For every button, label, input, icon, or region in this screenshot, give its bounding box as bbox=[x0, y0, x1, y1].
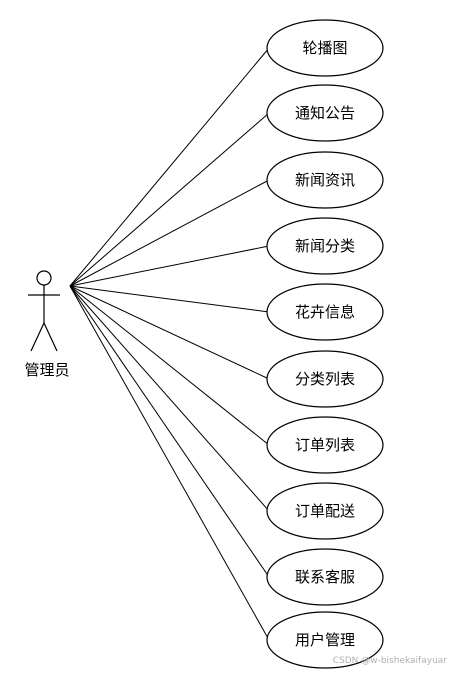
use-case-label: 轮播图 bbox=[302, 39, 347, 57]
actor-admin: 管理员 bbox=[24, 270, 70, 379]
association-line bbox=[69, 285, 270, 313]
use-case-label: 订单配送 bbox=[295, 502, 355, 520]
use-case-ellipse bbox=[266, 350, 384, 408]
use-case-ellipse bbox=[266, 283, 384, 341]
actor-head bbox=[36, 270, 52, 286]
use-case-label: 通知公告 bbox=[295, 104, 355, 122]
use-case: 新闻分类 bbox=[266, 217, 384, 275]
association-line bbox=[69, 285, 270, 578]
use-case: 新闻资讯 bbox=[266, 151, 384, 209]
watermark: CSDN @w-bishekaifayuar bbox=[332, 656, 447, 666]
association-line bbox=[69, 179, 270, 287]
association-line bbox=[69, 285, 270, 380]
use-case-ellipse bbox=[266, 548, 384, 606]
use-case-ellipse bbox=[266, 416, 384, 474]
actor-left-leg bbox=[30, 322, 45, 352]
association-line bbox=[69, 285, 270, 641]
use-case: 轮播图 bbox=[266, 19, 384, 77]
use-case: 订单列表 bbox=[266, 416, 384, 474]
actor-label: 管理员 bbox=[24, 361, 69, 379]
actor-right-leg bbox=[43, 322, 58, 352]
association-line bbox=[69, 112, 270, 287]
use-case-label: 新闻分类 bbox=[295, 237, 355, 255]
use-case-label: 花卉信息 bbox=[295, 303, 355, 321]
use-case-label: 联系客服 bbox=[295, 568, 355, 586]
use-case: 联系客服 bbox=[266, 548, 384, 606]
use-case: 花卉信息 bbox=[266, 283, 384, 341]
use-case-label: 订单列表 bbox=[295, 436, 355, 454]
use-case: 分类列表 bbox=[266, 350, 384, 408]
use-case-ellipse bbox=[266, 482, 384, 540]
use-case-label: 分类列表 bbox=[295, 370, 355, 388]
use-case-ellipse bbox=[266, 217, 384, 275]
use-case: 用户管理 bbox=[266, 611, 384, 669]
association-line bbox=[69, 245, 270, 287]
use-case-ellipse bbox=[266, 151, 384, 209]
use-case: 订单配送 bbox=[266, 482, 384, 540]
use-case-ellipse bbox=[266, 84, 384, 142]
use-case-ellipse bbox=[266, 611, 384, 669]
use-case-ellipse bbox=[266, 19, 384, 77]
association-line bbox=[69, 285, 270, 446]
association-lines bbox=[69, 47, 270, 641]
association-line bbox=[69, 285, 270, 512]
use-case: 通知公告 bbox=[266, 84, 384, 142]
use-case-label: 用户管理 bbox=[295, 631, 355, 649]
use-case-label: 新闻资讯 bbox=[295, 171, 355, 189]
association-line bbox=[69, 47, 270, 287]
